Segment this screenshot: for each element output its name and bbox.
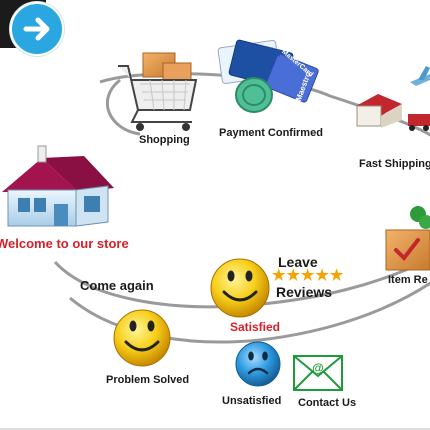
- airplane-icon: [410, 66, 430, 86]
- envelope-icon: @: [293, 355, 343, 391]
- warehouse-icon: [356, 94, 402, 128]
- problem-solved-smiley-icon: [113, 309, 171, 367]
- received-box-icon: [385, 229, 430, 271]
- payment-confirmed-label: Payment Confirmed: [219, 127, 323, 139]
- divider: [0, 428, 430, 430]
- satisfied-smiley-icon: [210, 258, 270, 318]
- unsatisfied-face-icon: [235, 341, 281, 387]
- payment-cards-icon: [217, 39, 319, 113]
- next-button[interactable]: [10, 2, 64, 56]
- satisfied-label: Satisfied: [230, 320, 281, 334]
- svg-text:@: @: [312, 361, 324, 375]
- shopping-cart-icon: [118, 52, 198, 131]
- arrow-right-icon: [23, 17, 50, 41]
- plant-icon: [410, 206, 430, 229]
- problem-solved-label: Problem Solved: [106, 374, 190, 386]
- item-received-label: Item Re: [388, 274, 428, 286]
- fast-shipping-label: Fast Shipping: [359, 158, 430, 170]
- reviews-label: Reviews: [276, 284, 333, 300]
- shopping-label: Shopping: [139, 134, 190, 146]
- contact-us-label: Contact Us: [298, 397, 357, 409]
- rating-stars: ★★★★★: [272, 267, 345, 284]
- store-label: Welcome to our store: [0, 236, 129, 251]
- leave-label: Leave: [278, 254, 318, 270]
- unsatisfied-label: Unsatisfied: [222, 395, 282, 407]
- come-again-label: Come again: [80, 278, 154, 293]
- store-house-icon: [2, 145, 114, 227]
- truck-icon: [408, 114, 430, 131]
